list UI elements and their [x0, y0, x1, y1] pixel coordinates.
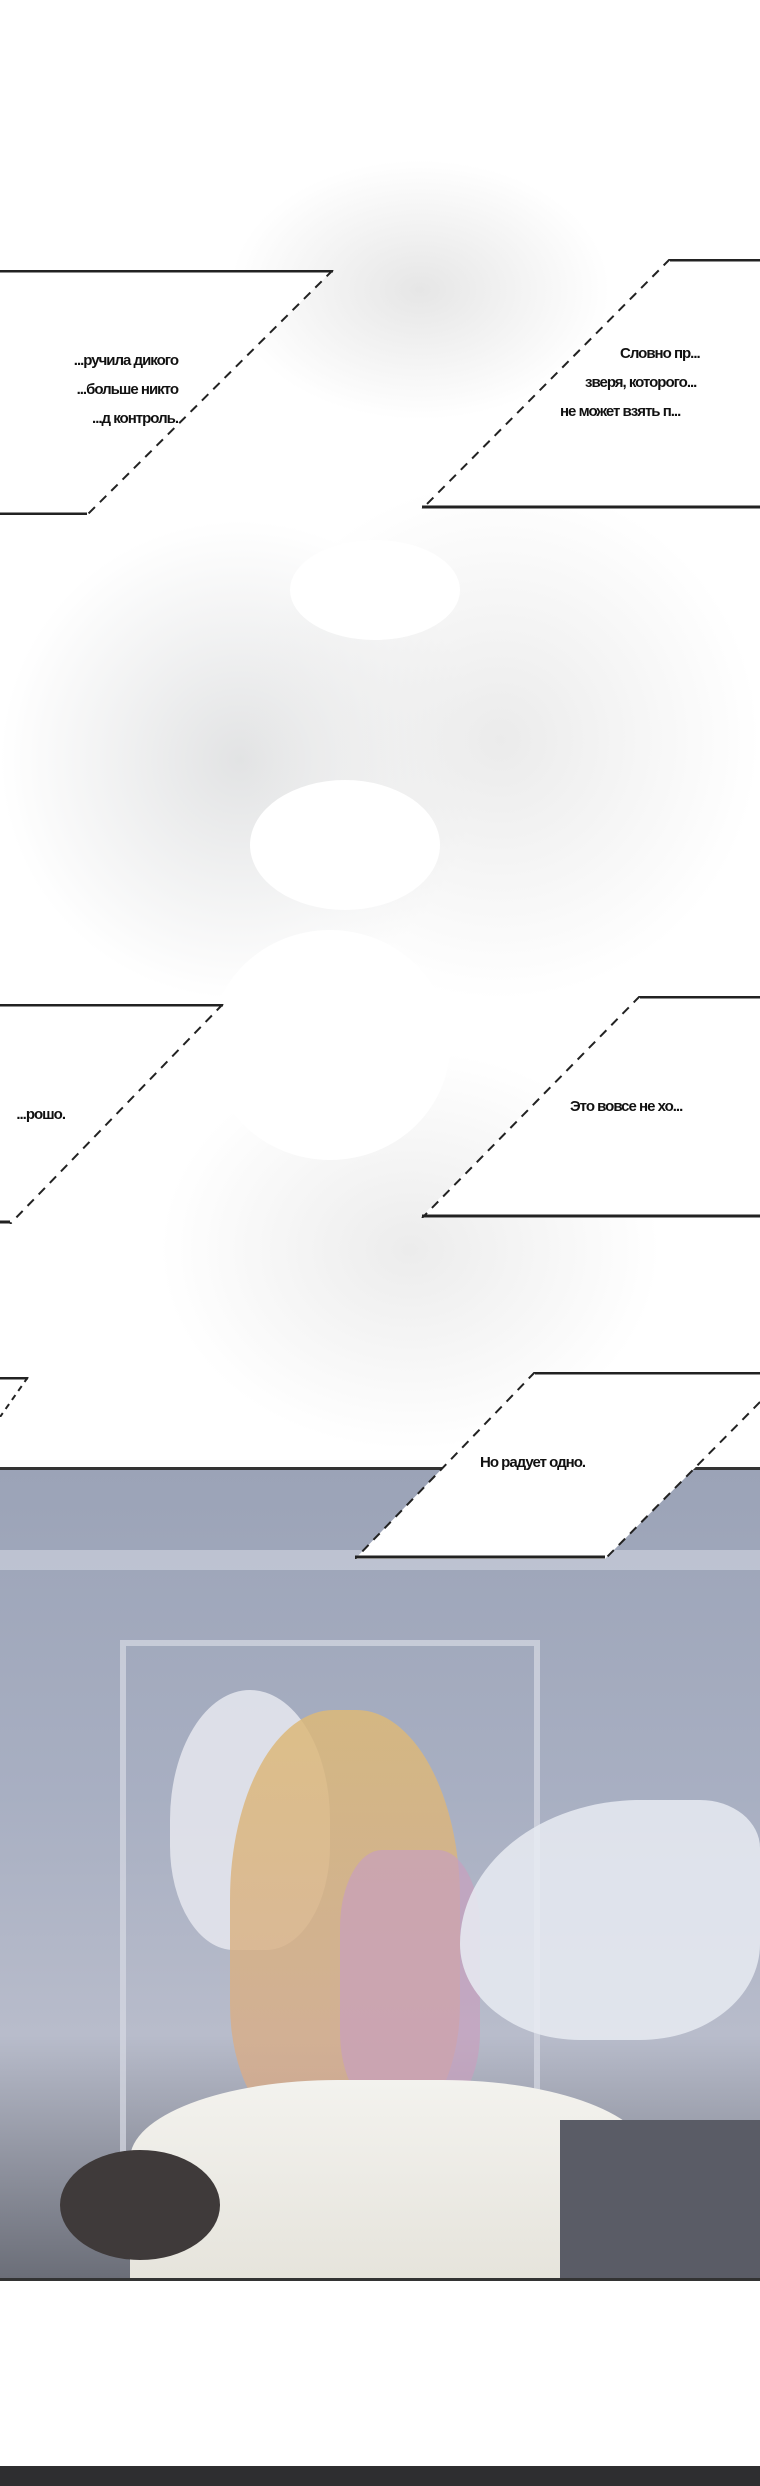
caption-line: ...ручила дикого — [73, 352, 179, 369]
caption-line: Словно пр... — [620, 345, 701, 362]
bed-frame-dark — [560, 2120, 760, 2278]
caption-line: зверя, которого... — [585, 374, 697, 391]
caption-line: Это вовсе не хо... — [570, 1098, 683, 1115]
caption-text: Это вовсе не хо... — [570, 1092, 683, 1121]
caption-box: Но радует одно. — [355, 1372, 760, 1559]
caption-box: Словно пр... зверя, которого... не может… — [420, 259, 760, 509]
caption-box-fragment — [0, 1377, 30, 1417]
smoke-white-hole — [210, 930, 450, 1160]
caption-box: ...рошо. — [0, 1004, 225, 1224]
caption-line: ...больше никто — [76, 381, 179, 398]
smoke-white-hole — [290, 540, 460, 640]
dark-haired-character — [60, 2150, 220, 2260]
bottom-bar — [0, 2466, 760, 2486]
caption-box: ...ручила дикого ...больше никто ...д ко… — [0, 270, 335, 515]
character-dress — [340, 1850, 480, 2110]
caption-line: Но радует одно. — [480, 1454, 586, 1471]
caption-text: ...ручила дикого ...больше никто ...д ко… — [73, 346, 179, 433]
illustration-panel — [0, 1467, 760, 2281]
caption-text: ...рошо. — [16, 1100, 66, 1129]
caption-text: Но радует одно. — [480, 1448, 586, 1477]
smoke-white-hole — [250, 780, 440, 910]
caption-box: Это вовсе не хо... — [420, 996, 760, 1218]
caption-line: ...д контроль. — [92, 410, 179, 427]
caption-line: не может взять п... — [560, 403, 681, 420]
smoke-cloud — [0, 520, 480, 1000]
caption-text: Словно пр... зверя, которого... не может… — [560, 339, 701, 426]
caption-line: ...рошо. — [16, 1106, 66, 1123]
smoke-cloud — [240, 480, 760, 1000]
